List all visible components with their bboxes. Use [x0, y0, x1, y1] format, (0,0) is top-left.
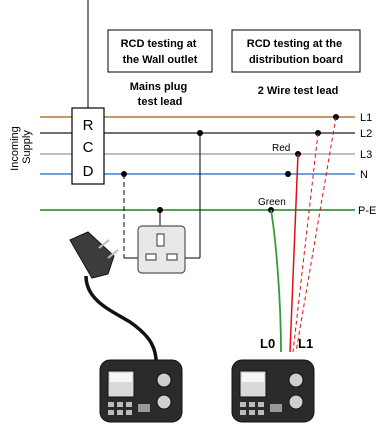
svg-text:Mains plug test lead: Mains plug test lead: [130, 81, 191, 108]
mains-plug: [69, 231, 119, 279]
wall-socket: [137, 225, 186, 274]
junction-n-board: [285, 171, 291, 177]
red-lead-alt-l1: [295, 116, 337, 353]
label-n: N: [360, 169, 368, 181]
rcd-letter-r: R: [83, 117, 94, 134]
caption-2-wire-lead: 2 Wire test lead: [258, 85, 339, 97]
title-wall-outlet-line-1: RCD testing at: [121, 38, 197, 50]
svg-text:RCD testing at the Wall ou: RCD testing at the Wall outlet: [121, 38, 200, 66]
label-pe: P-E: [358, 205, 376, 217]
junction-l2-socket: [197, 130, 203, 136]
title-box-distribution-board: [231, 29, 361, 73]
tester-wall-outlet: [99, 359, 183, 423]
side-label-incoming: Incoming: [9, 126, 21, 171]
red-lead-alt-l2: [292, 132, 319, 353]
green-lead: [270, 209, 282, 353]
svg-text:Incoming Supply: Incoming Supply: [9, 123, 33, 171]
label-l1-lead: L1: [298, 336, 313, 351]
rcd-box: [71, 107, 105, 185]
red-lead-l3: [289, 153, 299, 353]
rcd-letter-d: D: [83, 163, 94, 180]
tester-distribution-board: [231, 359, 315, 423]
label-green-lead: Green: [258, 197, 286, 208]
caption-mains-plug-line-1: Mains plug: [130, 81, 187, 93]
label-l1: L1: [360, 112, 372, 124]
caption-mains-plug-line-2: test lead: [138, 96, 183, 108]
title-wall-outlet-line-2: the Wall outlet: [123, 54, 198, 66]
side-label-supply: Supply: [21, 130, 33, 164]
label-l3: L3: [360, 149, 372, 161]
title-box-wall-outlet: [107, 29, 213, 73]
title-distribution-board-line-2: distribution board: [249, 54, 343, 66]
svg-text:RCD testing at the distrib: RCD testing at the distribution board: [247, 38, 345, 66]
junction-n-socket: [121, 171, 127, 177]
junction-pe-socket: [157, 207, 163, 213]
rcd-letter-c: C: [83, 139, 94, 156]
mains-plug-cable: [84, 275, 159, 371]
label-l0: L0: [260, 336, 275, 351]
title-distribution-board-line-1: RCD testing at the: [247, 38, 342, 50]
label-l2: L2: [360, 128, 372, 140]
label-red-lead: Red: [272, 143, 290, 154]
